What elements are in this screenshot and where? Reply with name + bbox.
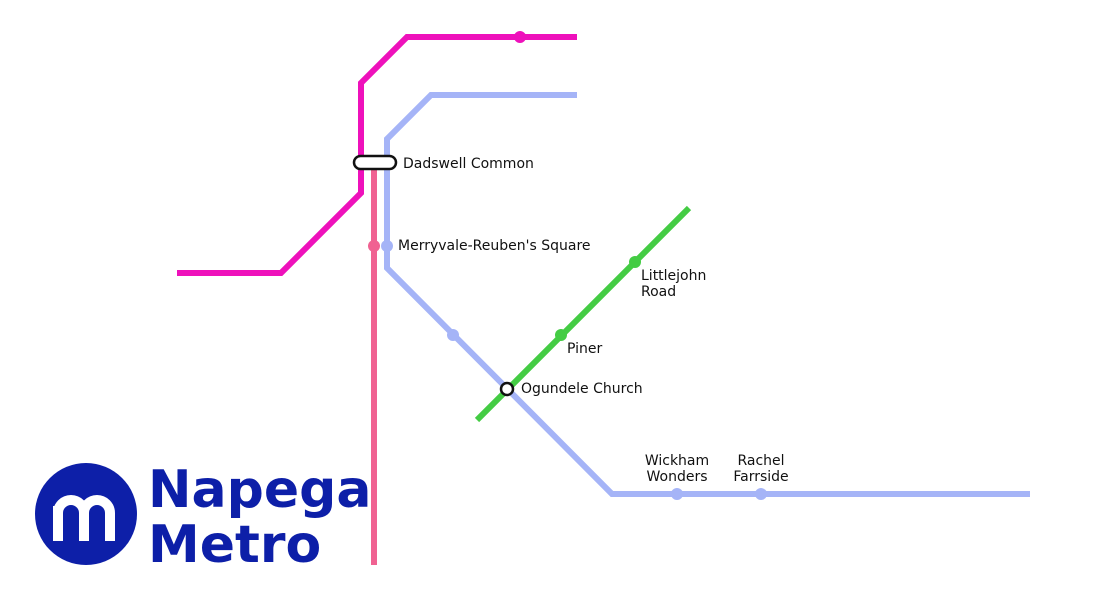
label-rachel-farrside-line2: Farrside — [733, 469, 788, 485]
station-dot-merryvale-blue[interactable] — [381, 240, 393, 252]
station-dot-wickham-wonders[interactable] — [671, 488, 683, 500]
label-wickham-wonders-line2: Wonders — [646, 469, 707, 485]
station-dot-blue-unnamed[interactable] — [447, 329, 459, 341]
label-rachel-farrside-line1: Rachel — [737, 453, 784, 469]
station-dot-littlejohn-road[interactable] — [629, 256, 641, 268]
label-wickham-wonders-line1: Wickham — [645, 453, 709, 469]
brand-name-line1: Napega — [148, 460, 371, 520]
label-dadswell-common: Dadswell Common — [403, 156, 534, 172]
brand-name-line2: Metro — [148, 515, 321, 575]
station-dot-piner[interactable] — [555, 329, 567, 341]
metro-m-roundel-icon — [35, 463, 137, 565]
blue-line — [384, 92, 1030, 497]
label-ogundele-church: Ogundele Church — [521, 381, 643, 397]
label-piner: Piner — [567, 341, 603, 357]
interchange-dadswell-common[interactable] — [352, 154, 398, 171]
label-merryvale: Merryvale-Reuben's Square — [398, 238, 591, 254]
station-dot-magenta-top[interactable] — [514, 31, 526, 43]
label-littlejohn-road-line2: Road — [641, 284, 676, 300]
station-dot-merryvale-pink[interactable] — [368, 240, 380, 252]
interchange-ogundele-church[interactable] — [499, 381, 515, 397]
label-littlejohn-road-line1: Littlejohn — [641, 268, 706, 284]
station-dot-rachel-farrside[interactable] — [755, 488, 767, 500]
magenta-line — [177, 34, 577, 276]
